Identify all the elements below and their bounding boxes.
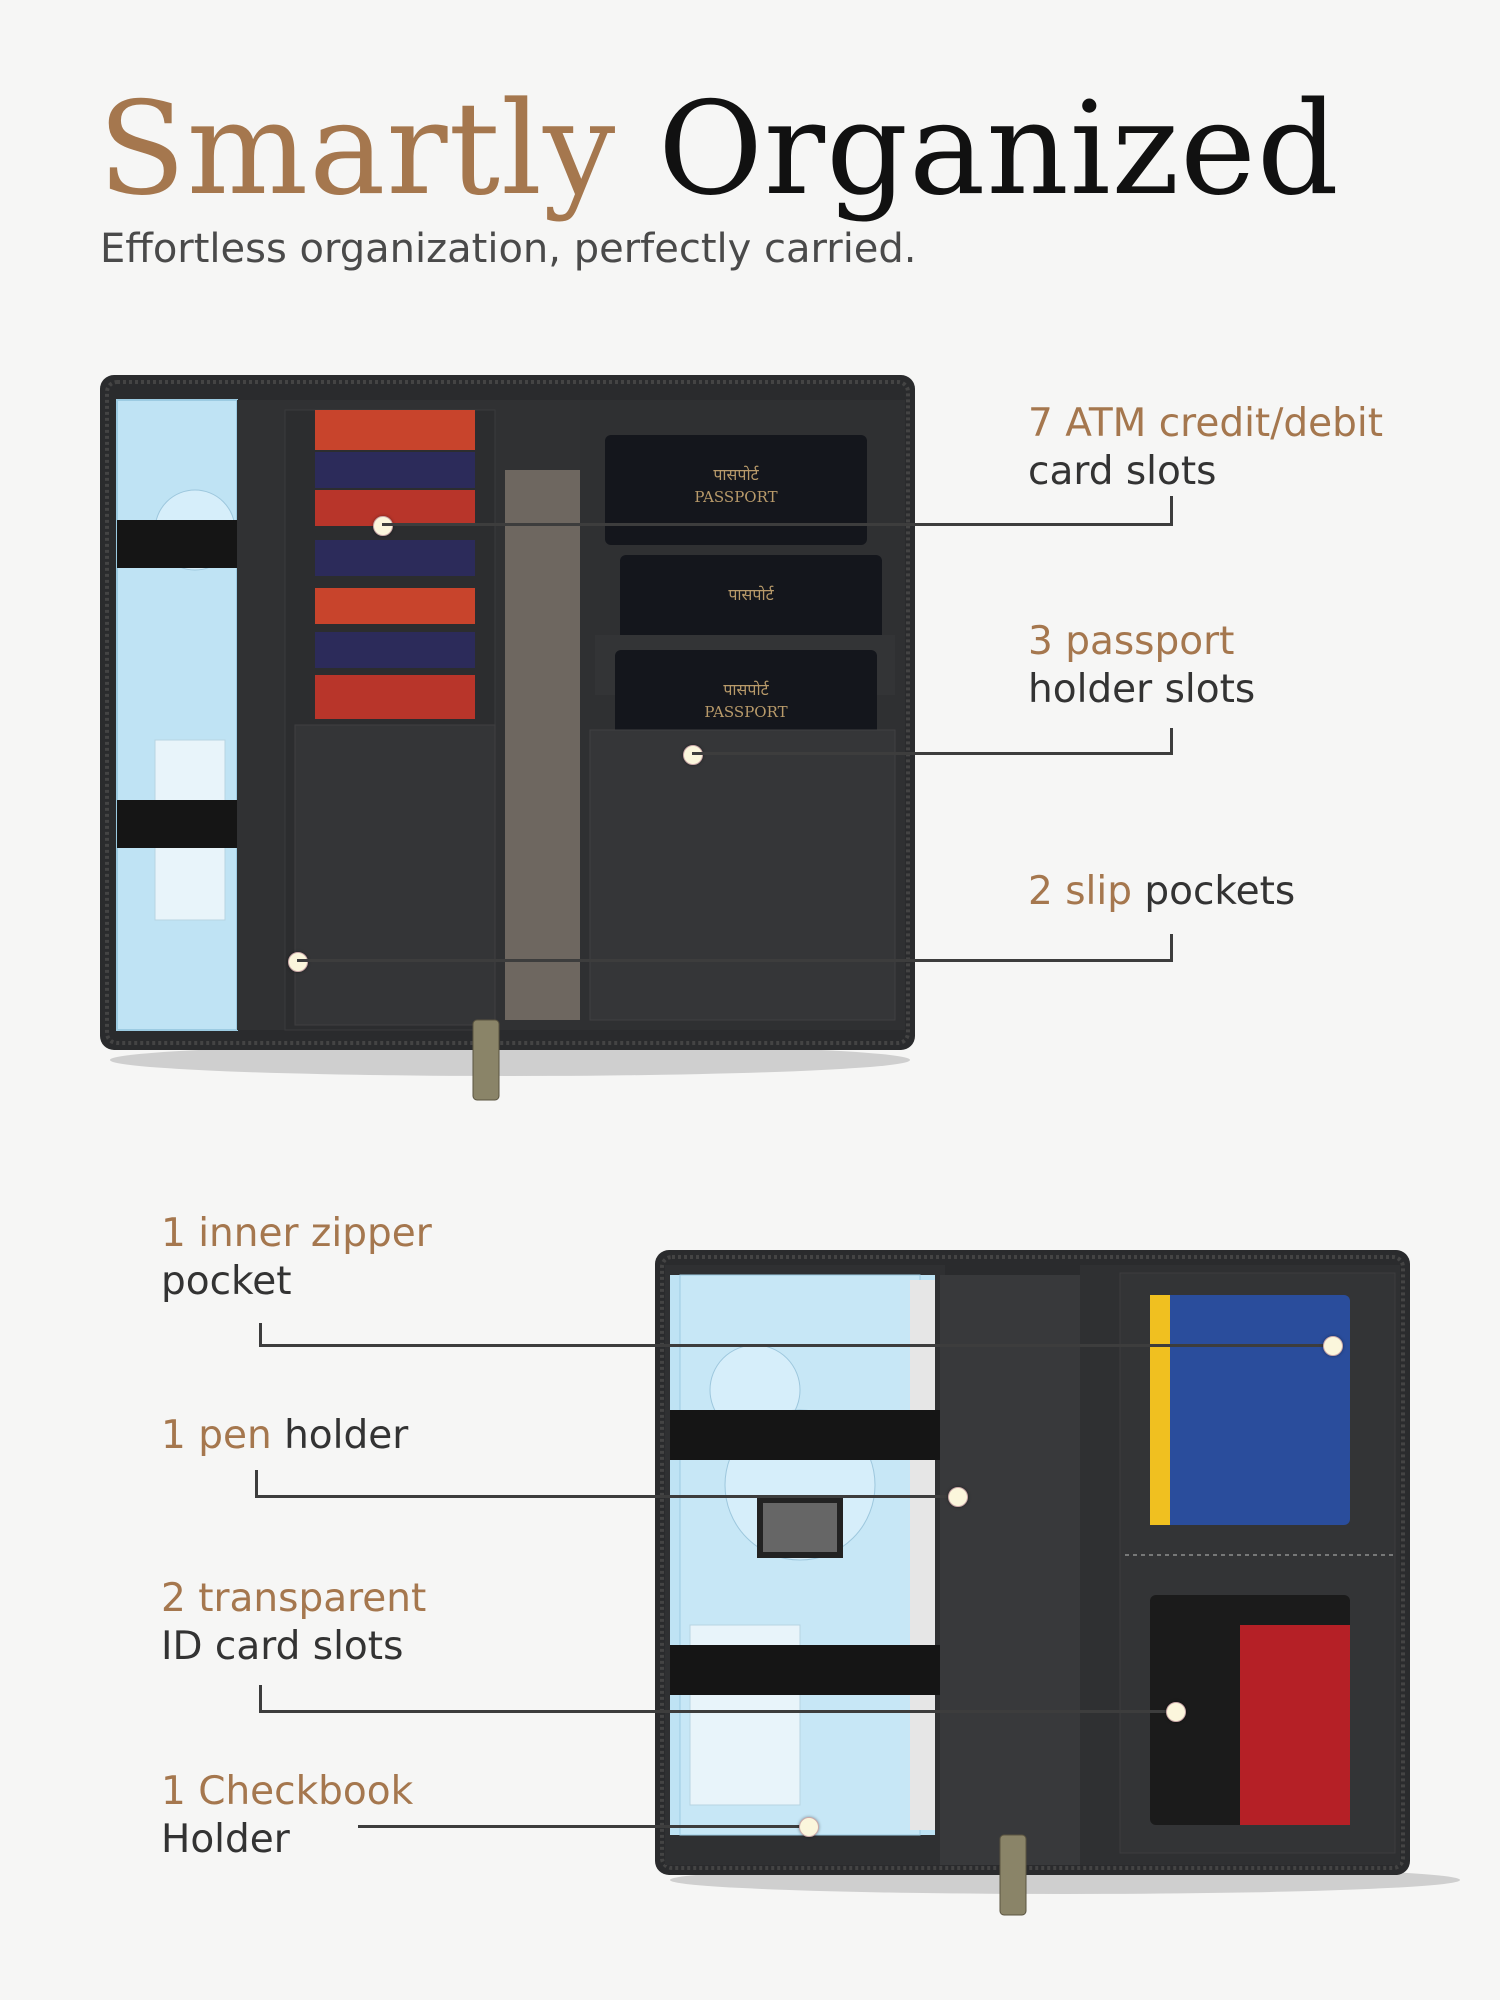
label-slip-pockets: 2 slip pockets [1028, 869, 1296, 914]
label-inner-zipper-pocket: 1 inner zipper pocket [161, 1211, 432, 1304]
title-accent-word: Smartly [98, 75, 617, 224]
callout-dot-card-slots [373, 516, 393, 536]
svg-text:पासपोर्ट: पासपोर्ट [723, 680, 769, 699]
svg-text:PASSPORT: PASSPORT [704, 703, 787, 721]
passport-slots-top: पासपोर्ट PASSPORT पासपोर्ट पासपोर्ट PASS… [589, 435, 896, 1021]
callout-line-card-slots [382, 523, 1173, 526]
callout-line-id-slots [259, 1710, 1175, 1713]
organizer-image-top: पासपोर्ट PASSPORT पासपोर्ट पासपोर्ट PASS… [100, 375, 915, 1101]
organizer-image-bottom [655, 1250, 1460, 1916]
card-slots-top [284, 409, 496, 1031]
callout-line-checkbook [358, 1825, 806, 1828]
transparent-id-card-slots [1150, 1295, 1350, 1825]
page-title: Smartly Organized [98, 86, 1340, 214]
label-passport-slots: 3 passport holder slots [1028, 619, 1256, 712]
callout-dot-zipper-pocket [1323, 1336, 1343, 1356]
svg-text:PASSPORT: PASSPORT [694, 488, 777, 506]
callout-line-passport [692, 752, 1173, 755]
label-id-card-slots: 2 transparent ID card slots [161, 1576, 427, 1669]
callout-dot-checkbook [799, 1817, 819, 1837]
callout-dot-slip-pockets [288, 952, 308, 972]
page-subtitle: Effortless organization, perfectly carri… [100, 226, 917, 272]
title-main-word: Organized [657, 75, 1340, 224]
label-pen-holder: 1 pen holder [161, 1413, 409, 1458]
label-checkbook-holder: 1 Checkbook Holder [161, 1769, 414, 1862]
callout-dot-pen-holder [948, 1487, 968, 1507]
label-card-slots: 7 ATM credit/debit card slots [1028, 401, 1383, 494]
callout-line-zipper-pocket [259, 1344, 1333, 1347]
callout-line-slip-pockets [297, 959, 1173, 962]
callout-dot-passport [683, 745, 703, 765]
callout-dot-id-slots [1166, 1702, 1186, 1722]
svg-text:पासपोर्ट: पासपोर्ट [728, 585, 774, 604]
svg-text:पासपोर्ट: पासपोर्ट [713, 465, 759, 484]
callout-line-pen-holder [255, 1495, 957, 1498]
